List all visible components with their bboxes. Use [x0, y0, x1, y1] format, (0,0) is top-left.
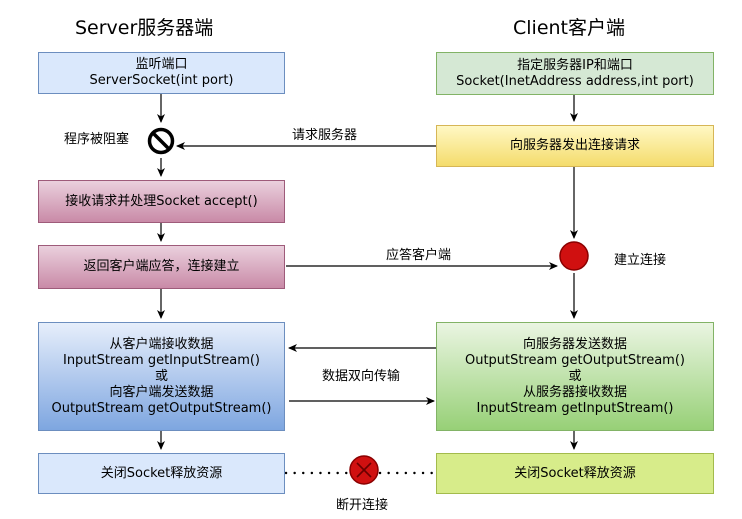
client-spec-box: 指定服务器IP和端口 Socket(InetAddress address,in… — [436, 52, 714, 95]
request-server-label: 请求服务器 — [292, 128, 358, 143]
server-close-text: 关闭Socket释放资源 — [100, 465, 223, 481]
bidirectional-label: 数据双向传输 — [322, 369, 401, 384]
blocked-icon — [147, 127, 175, 155]
blocked-label: 程序被阻塞 — [64, 132, 130, 147]
connect-dot-icon — [559, 241, 589, 271]
disconnect-label: 断开连接 — [336, 498, 389, 513]
client-io-line5: InputStream getInputStream() — [476, 400, 674, 416]
server-io-line5: OutputStream getOutputStream() — [51, 400, 272, 416]
client-close-text: 关闭Socket释放资源 — [514, 465, 636, 481]
client-io-line3: 或 — [568, 368, 582, 384]
server-listen-line1: 监听端口 — [135, 57, 188, 72]
server-io-line4: 向客户端发送数据 — [109, 384, 214, 400]
server-close-box: 关闭Socket释放资源 — [38, 453, 285, 494]
client-spec-line1: 指定服务器IP和端口 — [517, 57, 633, 73]
client-io-line4: 从服务器接收数据 — [522, 384, 627, 400]
client-io-box: 向服务器发送数据 OutputStream getOutputStream() … — [436, 322, 714, 431]
server-reply-text: 返回客户端应答，连接建立 — [83, 259, 240, 274]
server-listen-box: 监听端口 ServerSocket(int port) — [38, 52, 285, 94]
client-title: Client客户端 — [513, 17, 626, 39]
server-accept-box: 接收请求并处理Socket accept() — [38, 180, 285, 223]
server-title: Server服务器端 — [75, 17, 214, 39]
disconnect-x-icon — [349, 455, 379, 485]
server-io-box: 从客户端接收数据 InputStream getInputStream() 或 … — [38, 322, 285, 431]
reply-client-label: 应答客户端 — [386, 248, 452, 263]
server-accept-text: 接收请求并处理Socket accept() — [65, 193, 258, 209]
client-io-line1: 向服务器发送数据 — [522, 336, 627, 352]
server-io-line2: InputStream getInputStream() — [62, 352, 261, 368]
client-spec-line2: Socket(InetAddress address,int port) — [456, 73, 694, 89]
client-close-box: 关闭Socket释放资源 — [436, 453, 714, 494]
client-request-text: 向服务器发出连接请求 — [509, 138, 640, 153]
server-io-line1: 从客户端接收数据 — [109, 336, 214, 352]
server-listen-line2: ServerSocket(int port) — [89, 73, 234, 88]
client-request-box: 向服务器发出连接请求 — [436, 125, 714, 167]
server-reply-box: 返回客户端应答，连接建立 — [38, 245, 285, 289]
server-io-line3: 或 — [154, 368, 168, 384]
connected-label: 建立连接 — [614, 253, 667, 268]
client-io-line2: OutputStream getOutputStream() — [464, 352, 685, 368]
